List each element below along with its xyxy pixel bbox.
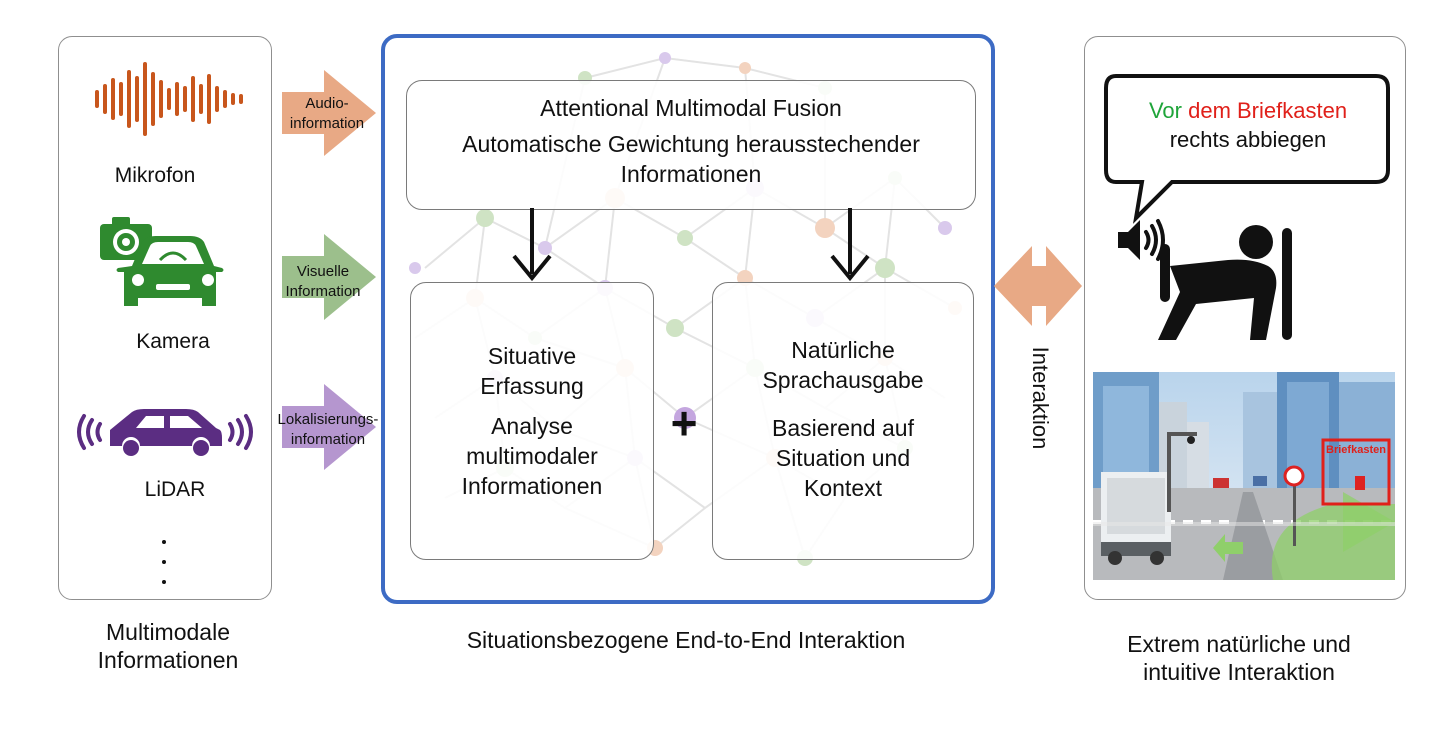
speech-bubble <box>1104 74 1390 224</box>
fusion-to-speech-arrow <box>830 208 870 282</box>
street-scene-image <box>1093 372 1395 580</box>
sensor-label-kamera: Kamera <box>136 330 210 353</box>
center-caption: Situationsbezogene End-to-End Interaktio… <box>466 627 906 653</box>
speech-word-briefkasten: dem Briefkasten <box>1188 98 1348 123</box>
speech-line-2: rechts abbiegen <box>1169 127 1327 152</box>
localization-arrow-label: Lokalisierungs- information <box>277 411 379 448</box>
localization-arrow <box>282 384 376 470</box>
sensor-panel <box>58 36 272 600</box>
sensor-label-mikrofon: Mikrofon <box>114 164 196 187</box>
fusion-title: Attentional Multimodal Fusion <box>540 95 842 121</box>
briefkasten-sign-label: Briefkasten <box>1326 444 1386 456</box>
speaker-icon <box>1118 219 1165 261</box>
interaction-label: Interaktion <box>1028 346 1053 450</box>
camera-car-icon <box>100 217 224 306</box>
speech-output-text: Basierend auf Situation und Kontext <box>772 415 914 501</box>
speech-word-vor: Vor <box>1148 98 1182 123</box>
fusion-box: Attentional Multimodal Fusion Automatisc… <box>406 80 976 210</box>
audio-arrow <box>282 70 376 156</box>
situative-title: Situative Erfassung <box>480 343 584 399</box>
fusion-to-situative-arrow <box>512 208 552 282</box>
interaction-arrow <box>994 246 1082 326</box>
speech-output-title: Natürliche Sprachausgabe <box>762 337 924 393</box>
lidar-car-icon <box>77 409 253 456</box>
speech-output-box: Natürliche Sprachausgabe Basierend auf S… <box>712 282 974 560</box>
waveform-icon <box>95 62 243 136</box>
fusion-text: Automatische Gewichtung herausstechender… <box>462 131 920 187</box>
situative-text: Analyse multimodaler Informationen <box>461 413 603 499</box>
speech-bubble-text: Vor dem Briefkasten rechts abbiegen <box>1108 96 1388 154</box>
more-sensors-ellipsis <box>162 540 166 600</box>
sensor-label-lidar: LiDAR <box>144 478 206 501</box>
situative-box: Situative Erfassung Analyse multimodaler… <box>410 282 654 560</box>
visual-arrow-label: Visuelle Information <box>285 263 361 300</box>
driver-icon <box>1158 225 1292 340</box>
visual-arrow <box>282 234 376 320</box>
right-caption: Extrem natürliche und intuitive Interakt… <box>1127 631 1351 685</box>
plus-sign: + <box>670 397 698 449</box>
audio-arrow-label: Audio- information <box>289 95 365 132</box>
left-caption: Multimodale Informationen <box>97 619 239 673</box>
